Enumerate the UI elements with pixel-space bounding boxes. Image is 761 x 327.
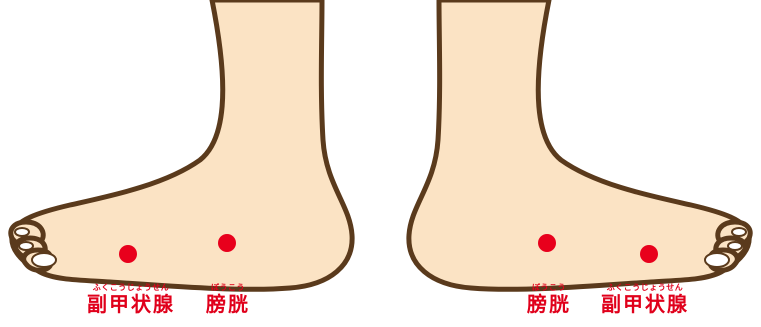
name-right-bladder: 膀胱 <box>517 293 581 315</box>
left-toenail-big <box>32 253 56 267</box>
right-foot <box>409 0 750 289</box>
right-parathyroid-point <box>640 245 658 263</box>
left-parathyroid-point <box>119 245 137 263</box>
name-left-parathyroid: 副甲状腺 <box>76 293 186 315</box>
right-toenail-big <box>705 253 729 267</box>
label-left-bladder: ぼうこう 膀胱 <box>196 283 260 315</box>
label-right-parathyroid: ふくこうじょうせん 副甲状腺 <box>590 283 700 315</box>
left-toenail-1 <box>15 228 29 236</box>
left-toenail-2 <box>19 242 33 250</box>
name-right-parathyroid: 副甲状腺 <box>590 293 700 315</box>
left-foot-body <box>12 0 352 289</box>
name-left-bladder: 膀胱 <box>196 293 260 315</box>
right-foot-body <box>409 0 749 289</box>
left-bladder-point <box>218 234 236 252</box>
label-right-bladder: ぼうこう 膀胱 <box>517 283 581 315</box>
label-left-parathyroid: ふくこうじょうせん 副甲状腺 <box>76 283 186 315</box>
right-bladder-point <box>538 234 556 252</box>
right-toenail-2 <box>728 242 742 250</box>
left-foot <box>11 0 352 289</box>
right-toenail-1 <box>732 228 746 236</box>
